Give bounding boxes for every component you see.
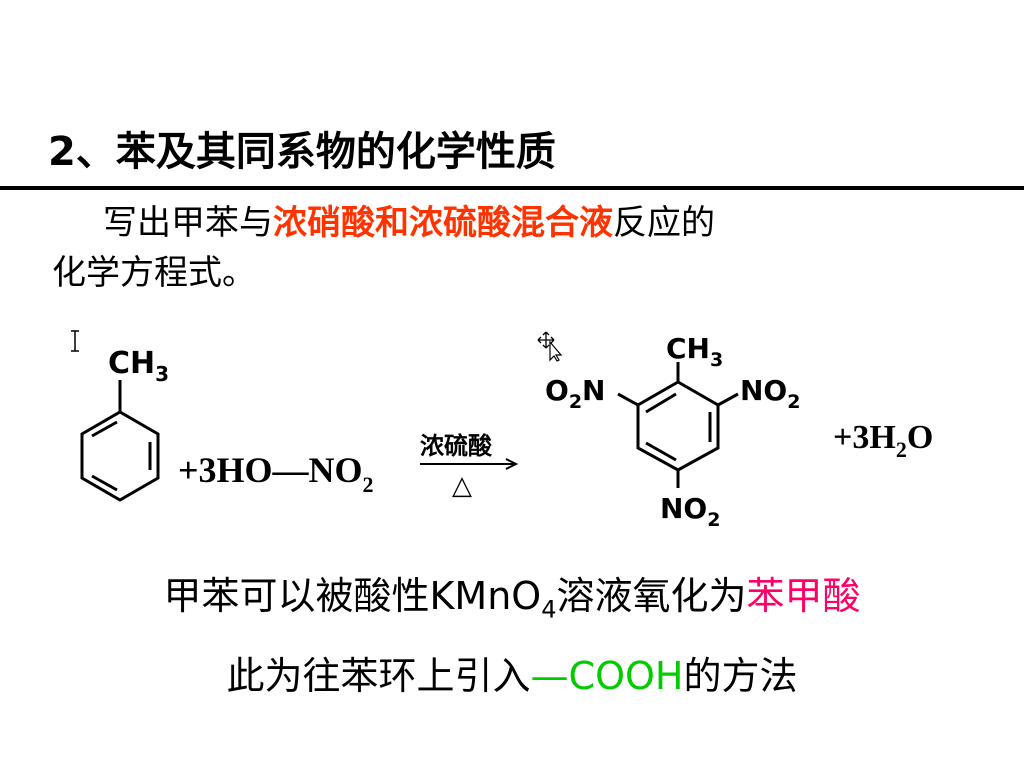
slide-title: 2、苯及其同系物的化学性质	[48, 128, 556, 176]
method-statement: 此为往苯环上引入—COOH的方法	[0, 646, 1024, 706]
move-cursor-icon	[537, 331, 563, 362]
catalyst-label: 浓硫酸	[420, 432, 493, 460]
title-underline	[0, 186, 1024, 190]
tnt-structure: CH3 O2N NO2 NO2	[545, 332, 800, 531]
kmno4-formula: KMnO4	[429, 574, 557, 624]
nitration-equation: CH3 +3HO—NO2 浓硫酸 △ CH3 O2N NO2 NO2 +3H2O	[80, 332, 933, 531]
tnt-right-no2: NO2	[740, 374, 800, 413]
question-highlight: 浓硝酸和浓硫酸混合液	[273, 203, 613, 243]
title-number: 2	[48, 129, 76, 175]
question-after: 反应的	[613, 203, 715, 243]
cooh-group: —COOH	[530, 654, 684, 698]
tnt-left-no2: O2N	[545, 374, 605, 413]
benzoic-acid-highlight: 苯甲酸	[746, 574, 861, 618]
oxidation-before: 甲苯可以被酸性	[163, 574, 430, 618]
toluene-ch3: CH3	[108, 346, 169, 386]
question-line-1: 写出甲苯与浓硝酸和浓硫酸混合液反应的	[52, 198, 952, 248]
question-before: 写出甲苯与	[103, 203, 273, 243]
method-before: 此为往苯环上引入	[226, 654, 531, 698]
heat-symbol: △	[452, 471, 472, 500]
title-text: 、苯及其同系物的化学性质	[75, 129, 556, 175]
tnt-ch3: CH3	[666, 332, 723, 371]
question-paragraph: 写出甲苯与浓硝酸和浓硫酸混合液反应的 化学方程式。	[52, 198, 952, 298]
oxidation-statement: 甲苯可以被酸性KMnO4溶液氧化为苯甲酸	[0, 566, 1024, 640]
question-line-2: 化学方程式。	[52, 253, 256, 293]
reaction-arrow: 浓硫酸 △	[420, 432, 519, 500]
nitric-acid-reagent: +3HO—NO2	[178, 450, 374, 497]
tnt-bottom-no2: NO2	[660, 492, 720, 531]
oxidation-middle: 溶液氧化为	[556, 574, 747, 618]
text-cursor-icon	[71, 330, 79, 352]
water-product: +3H2O	[833, 419, 933, 462]
method-after: 的方法	[683, 654, 798, 698]
toluene-structure: CH3	[80, 346, 169, 502]
